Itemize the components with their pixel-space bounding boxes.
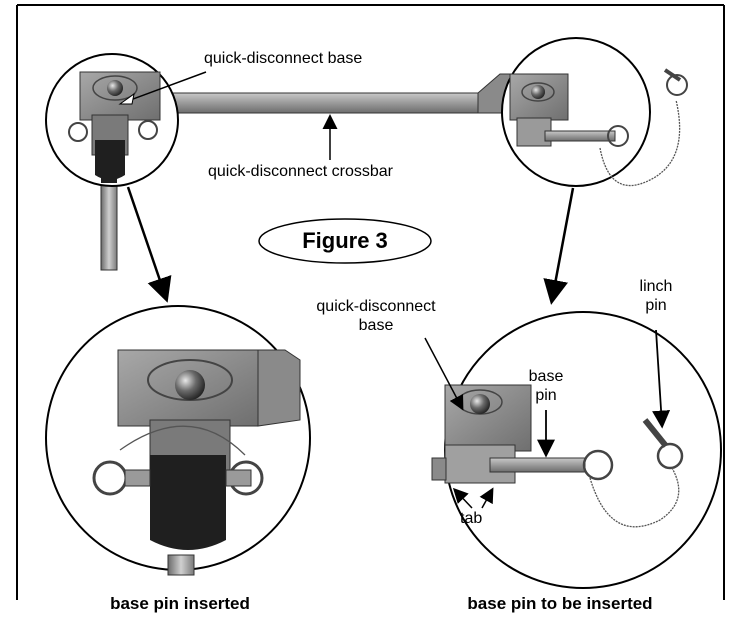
detail-circle-top-left	[45, 53, 179, 187]
label-qd-crossbar: quick-disconnect crossbar	[208, 163, 393, 180]
arrow-qd-base-bottom	[424, 337, 464, 411]
label-base-pin-line2: pin	[535, 387, 557, 404]
detail-circle-bottom-right	[431, 311, 722, 589]
caption-left: base pin inserted	[110, 594, 250, 613]
label-base-pin-line1: base	[528, 368, 564, 385]
label-tab: tab	[460, 510, 483, 527]
label-linch-pin-line2: pin	[645, 297, 667, 314]
arrow-tab-right	[479, 487, 494, 509]
arrow-linch-pin	[652, 329, 671, 429]
arrowhead-qd-base-top	[118, 92, 135, 105]
detail-circle-top-right	[501, 37, 688, 187]
caption-right: base pin to be inserted	[467, 594, 653, 613]
figure-title: Figure 3	[302, 228, 388, 253]
arrow-left-connector	[126, 186, 172, 303]
label-qd-base-top: quick-disconnect base	[204, 50, 363, 67]
arrow-qd-base-top	[124, 71, 207, 103]
detail-circle-bottom-left	[45, 305, 311, 576]
figure-title-oval	[258, 218, 432, 264]
crossbar	[149, 73, 521, 114]
label-qd-base-bottom-line1: quick-disconnect	[316, 298, 436, 315]
label-qd-base-bottom-line2: base	[358, 317, 394, 334]
arrow-right-connector	[543, 187, 575, 305]
arrow-tab-left	[452, 487, 473, 509]
outer-frame	[16, 4, 725, 600]
label-linch-pin-line1: linch	[639, 278, 673, 295]
